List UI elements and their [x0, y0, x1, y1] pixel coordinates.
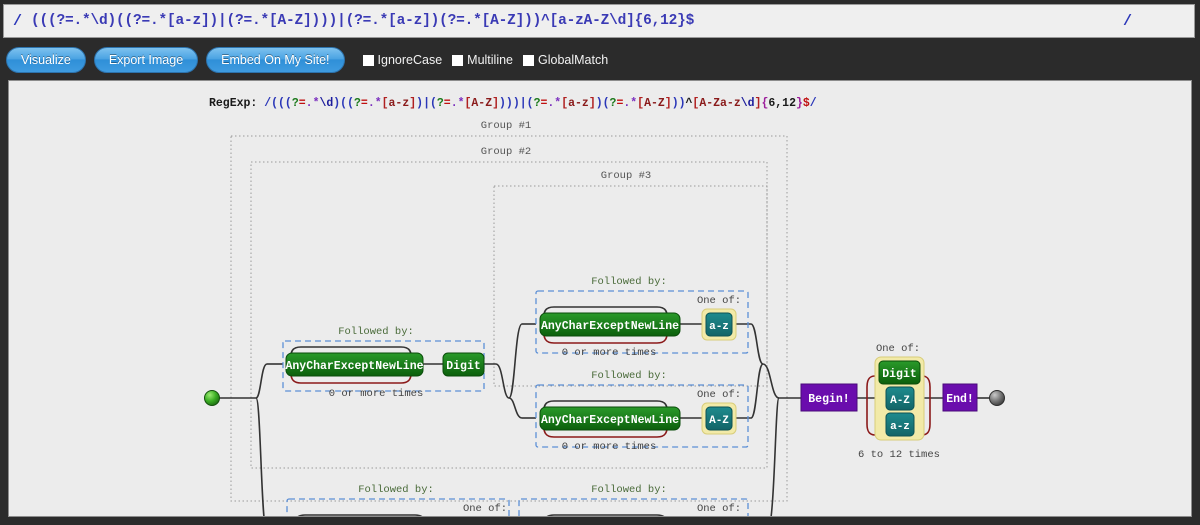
lookahead-2-label: Followed by:: [591, 276, 667, 288]
node-end-label: End!: [946, 393, 974, 406]
checkbox-ignorecase-label: IgnoreCase: [377, 53, 443, 67]
node-upper-1-label: A-Z: [709, 415, 729, 427]
node-digit-1-label: Digit: [446, 360, 481, 373]
flag-checkbox-group: IgnoreCase Multiline GlobalMatch: [362, 53, 608, 67]
repeat-label-3: 0 or more times: [562, 441, 657, 453]
railroad-diagram: Group #1 Group #2 Group #3: [204, 120, 1005, 516]
node-upper-1[interactable]: A-Z: [705, 406, 733, 431]
node-anychar-1[interactable]: AnyCharExceptNewLine: [285, 352, 424, 377]
toolbar: / / Visualize Export Image Embed On My S…: [0, 0, 1200, 78]
node-digit-2[interactable]: Digit: [878, 360, 921, 385]
node-begin-anchor[interactable]: Begin!: [800, 383, 858, 412]
checkbox-globalmatch[interactable]: GlobalMatch: [523, 53, 608, 67]
oneof-label-5: One of:: [876, 343, 920, 355]
node-lower-3[interactable]: a-z: [885, 412, 915, 437]
regex-input[interactable]: [31, 13, 1123, 29]
export-image-button[interactable]: Export Image: [93, 47, 199, 73]
lookahead-1-label: Followed by:: [338, 326, 414, 338]
group-3-box: [493, 185, 768, 387]
checkbox-multiline-box[interactable]: [452, 54, 464, 66]
node-lower-1[interactable]: a-z: [705, 312, 733, 337]
lookahead-3-box: [535, 384, 749, 448]
checkbox-ignorecase-box[interactable]: [362, 54, 374, 66]
lookahead-5-box: [518, 498, 749, 516]
node-lower-3-label: a-z: [890, 421, 910, 433]
lookahead-4-label: Followed by:: [358, 484, 434, 496]
checkbox-globalmatch-box[interactable]: [523, 54, 535, 66]
node-anychar-1-label: AnyCharExceptNewLine: [285, 360, 423, 373]
oneof-label-1: One of:: [697, 295, 741, 307]
node-begin-label: Begin!: [808, 393, 849, 406]
node-end-anchor[interactable]: End!: [942, 383, 978, 412]
node-digit-2-label: Digit: [882, 368, 917, 381]
wire-g3-la1-out: [736, 323, 764, 365]
group-1-label: Group #1: [481, 120, 531, 132]
node-anychar-2[interactable]: AnyCharExceptNewLine: [539, 312, 681, 337]
repeat-top-arc-5: [546, 514, 665, 516]
node-lower-1-label: a-z: [709, 321, 729, 333]
embed-button[interactable]: Embed On My Site!: [206, 47, 345, 73]
regexp-source-line: RegExp: /(((?=.*\d)((?=.*[a-z])|(?=.*[A-…: [209, 97, 817, 110]
node-anychar-2-label: AnyCharExceptNewLine: [541, 320, 679, 333]
lookahead-2-box: [535, 290, 749, 354]
regexp-prefix-label: RegExp:: [209, 97, 258, 110]
group-2-box: [250, 161, 768, 469]
wire-g3-la2-out: [736, 363, 764, 419]
checkbox-globalmatch-label: GlobalMatch: [538, 53, 609, 67]
node-upper-3-label: A-Z: [890, 395, 910, 407]
repeat-label-1: 0 or more times: [329, 388, 424, 400]
regex-delimiter-right: /: [1122, 12, 1132, 30]
start-node-icon: [204, 390, 220, 406]
wire-g3-fork-top: [508, 323, 523, 399]
node-upper-3[interactable]: A-Z: [885, 386, 915, 411]
oneof-label-2: One of:: [697, 389, 741, 401]
regexp-rendered-expression: /(((?=.*\d)((?=.*[a-z])|(?=.*[A-Z])))|(?…: [264, 97, 817, 110]
lookahead-5-label: Followed by:: [591, 484, 667, 496]
checkbox-multiline[interactable]: Multiline: [452, 53, 513, 67]
repeat-top-arc-4: [297, 514, 423, 516]
node-anychar-3-label: AnyCharExceptNewLine: [541, 414, 679, 427]
visualize-button[interactable]: Visualize: [6, 47, 86, 73]
repeat-label-quantifier: 6 to 12 times: [858, 449, 940, 461]
wire-fork-top: [255, 363, 268, 399]
node-digit-1[interactable]: Digit: [442, 352, 485, 377]
regex-input-container[interactable]: / /: [3, 4, 1195, 38]
wire-fork-bottom: [255, 397, 265, 516]
oneof-group-2: A-Z: [701, 402, 737, 435]
lookahead-3-label: Followed by:: [591, 370, 667, 382]
toolbar-controls: Visualize Export Image Embed On My Site!…: [6, 46, 608, 74]
checkbox-ignorecase[interactable]: IgnoreCase: [362, 53, 443, 67]
repeat-label-2: 0 or more times: [562, 347, 657, 359]
end-node-icon: [989, 390, 1005, 406]
wire-digit-out: [484, 363, 510, 399]
group-2-label: Group #2: [481, 146, 531, 158]
oneof-label-3: One of:: [463, 503, 507, 515]
node-anychar-3[interactable]: AnyCharExceptNewLine: [539, 406, 681, 431]
oneof-group-1: a-z: [701, 308, 737, 341]
wire-b2-out: [770, 397, 780, 516]
oneof-label-4: One of:: [697, 503, 741, 515]
wire-g3-join: [762, 363, 780, 399]
checkbox-multiline-label: Multiline: [467, 53, 514, 67]
regex-delimiter-left: /: [13, 12, 23, 30]
wire-g3-fork-bottom: [508, 397, 523, 419]
oneof-group-5: Digit A-Z a-z: [874, 356, 925, 441]
diagram-canvas: RegExp: /(((?=.*\d)((?=.*[a-z])|(?=.*[A-…: [8, 80, 1192, 517]
group-3-label: Group #3: [601, 170, 651, 182]
